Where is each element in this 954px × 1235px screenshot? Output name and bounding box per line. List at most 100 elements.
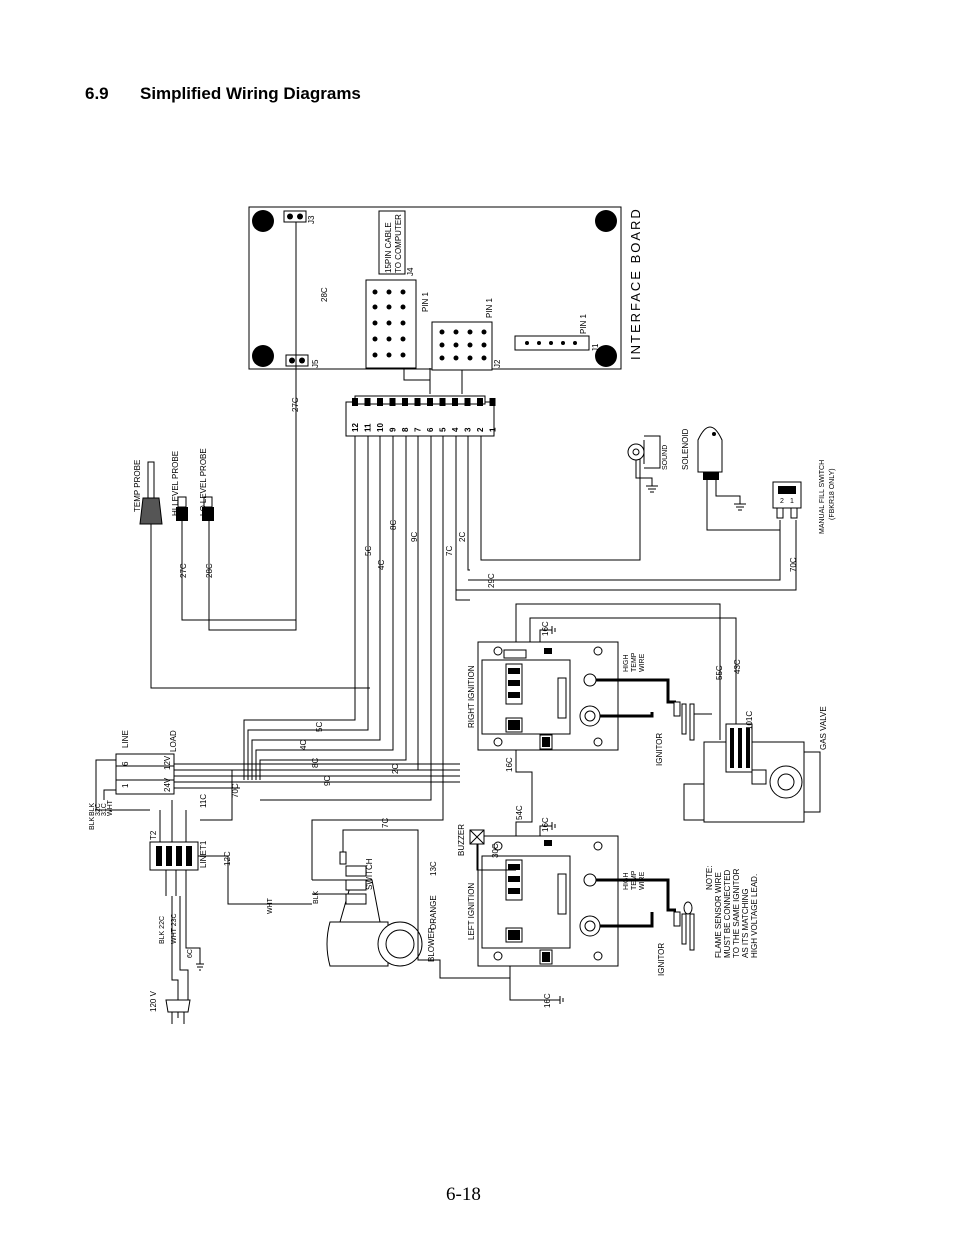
wire-label-11c: 11C (199, 794, 208, 808)
power-terminal: T2 T1 LINE (149, 830, 208, 871)
terminal-pin-8 (402, 398, 408, 406)
terminal-pin-label-10: 10 (376, 423, 385, 432)
terminal-pin-12 (352, 398, 358, 406)
wire-label-28c: 28C (205, 563, 214, 578)
transformer: LINE LOAD 6 1 24V 12V (115, 730, 178, 795)
manual-fill-switch: 2 1 MANUAL FILL SWITCH (FBKR18 ONLY) (772, 460, 836, 534)
wire-label-101c: 101C (745, 711, 754, 730)
note-line-1: NOTE: (705, 866, 714, 890)
blower-label: BLOWER (427, 927, 436, 962)
blower: BLOWER SWITCH (326, 851, 436, 967)
wire-label-9c: 9C (410, 532, 419, 542)
power-label: 120 V (149, 990, 158, 1012)
j1-label: J1 (591, 343, 600, 352)
j1-pin1-label: PIN 1 (579, 313, 588, 334)
wire-label-5c-b: 5C (315, 722, 324, 732)
wire-label-27c: 27C (179, 563, 188, 578)
terminal-pin-label-9: 9 (389, 427, 398, 432)
wire-label-28c-top: 28C (320, 287, 329, 302)
terminal-pin-label-2: 2 (476, 427, 485, 432)
terminal-pin-label-8: 8 (401, 427, 410, 432)
note-line-3: MUST BE CONNECTED (723, 869, 732, 958)
wire-label-blk22: BLK 22C (159, 916, 166, 944)
j4-pin1-label: PIN 1 (421, 291, 430, 312)
transformer-load-label: LOAD (169, 730, 178, 752)
terminal-pin-5 (439, 398, 446, 406)
wire-label-6c: 6C (187, 949, 194, 958)
wire-label-54c: 54C (515, 805, 524, 820)
t2-label: T2 (149, 830, 158, 840)
terminal-pin-label-5: 5 (439, 427, 448, 432)
transformer-1: 1 (121, 783, 130, 788)
terminal-pin-6 (427, 398, 433, 406)
right-ignition-label: RIGHT IGNITION (467, 665, 476, 728)
power-plug: 120 V (149, 990, 191, 1024)
terminal-pin-label-3: 3 (464, 427, 473, 432)
wire-label-55c: 55C (715, 665, 724, 680)
transformer-6: 6 (121, 761, 130, 766)
line-label: LINE (199, 850, 208, 868)
terminal-pin-label-7: 7 (414, 427, 423, 432)
board-title: INTERFACE BOARD (628, 207, 643, 360)
wire-label-7c: 7C (445, 546, 454, 556)
wire-label-16c-mid: 16C (505, 757, 514, 772)
hi-level-probe: HI LEVEL PROBE (171, 451, 188, 521)
terminal-pin-11 (364, 398, 371, 406)
wire-label-wht: WHT (267, 897, 274, 914)
switch-pin-2: 2 (780, 498, 784, 505)
switch-label: SWITCH (365, 858, 374, 890)
wire-label-16c-bottom: 16C (543, 993, 552, 1008)
cable-label-1: 15PIN CABLE (384, 222, 393, 273)
sound-device: SOUND (627, 435, 669, 493)
wire-label-blk-sw: BLK (313, 890, 320, 904)
wire-label-13c: 13C (429, 861, 438, 876)
t1-label: T1 (199, 840, 208, 850)
harness: 5C 4C 8C 9C 7C 2C 2 9C 70C (231, 436, 798, 880)
terminal-pin-10 (377, 398, 383, 406)
wire-label-wht-l: WHT (107, 799, 114, 816)
manual-fill-switch-label: MANUAL FILL SWITCH (819, 460, 826, 534)
wire-label-wht23: WHT 23C (171, 913, 178, 944)
note-line-2: FLAME SENSOR WIRE (714, 872, 723, 958)
j2-pin1-label: PIN 1 (485, 297, 494, 318)
j4-label: J4 (406, 267, 415, 276)
hi-level-probe-label: HI LEVEL PROBE (171, 451, 180, 516)
buzzer-label: BUZZER (457, 824, 466, 856)
gas-valve: GAS VALVE 101C (683, 706, 828, 823)
wire-label-2c-b: 2C (391, 764, 400, 774)
gas-valve-label: GAS VALVE (819, 706, 828, 750)
wire-label-2c: 2C (458, 532, 467, 542)
terminal-pin-label-6: 6 (426, 427, 435, 432)
wire-label-4c-b: 4C (299, 740, 308, 750)
sound-label: SOUND (662, 445, 669, 470)
transformer-12v: 12V (163, 755, 172, 770)
wire-label-70c-top: 70C (789, 557, 798, 572)
left-ignition-label: LEFT IGNITION (467, 883, 476, 940)
temp-probe-label: TEMP PROBE (133, 460, 142, 512)
right-high-temp-wire-1: HIGH (623, 655, 630, 673)
wire-label-70c-b: 70C (231, 783, 240, 798)
wire-label-8c-b: 8C (311, 758, 320, 768)
terminal-pin-3 (464, 398, 471, 406)
wire-label-27c-top: 27C (291, 397, 300, 412)
wire-label-31c: 31C (101, 803, 108, 816)
switch-pin-1: 1 (790, 498, 794, 505)
interface-board: INTERFACE BOARD J3 J5 15PIN CABLE TO COM… (248, 206, 643, 394)
terminal-pin-label-11: 11 (364, 423, 373, 432)
wire-label-4c: 4C (377, 560, 386, 570)
left-ignitor: IGNITOR (657, 901, 695, 976)
wire-label-9c-b: 9C (323, 776, 332, 786)
solenoid-label: SOLENOID (681, 428, 690, 470)
note-line-4: TO THE SAME IGNITOR (732, 868, 741, 958)
terminal-pin-2 (477, 398, 483, 406)
wire-label-7c-b: 7C (381, 818, 390, 828)
terminal-pin-9 (389, 398, 396, 406)
terminal-pin-7 (414, 398, 421, 406)
j3-label: J3 (307, 215, 316, 224)
wire-label-blk: BLK (89, 816, 96, 830)
transformer-24v: 24V (163, 777, 172, 792)
wire-label-blk-l: BLK (89, 802, 96, 816)
wire-label-5c: 5C (364, 546, 373, 556)
